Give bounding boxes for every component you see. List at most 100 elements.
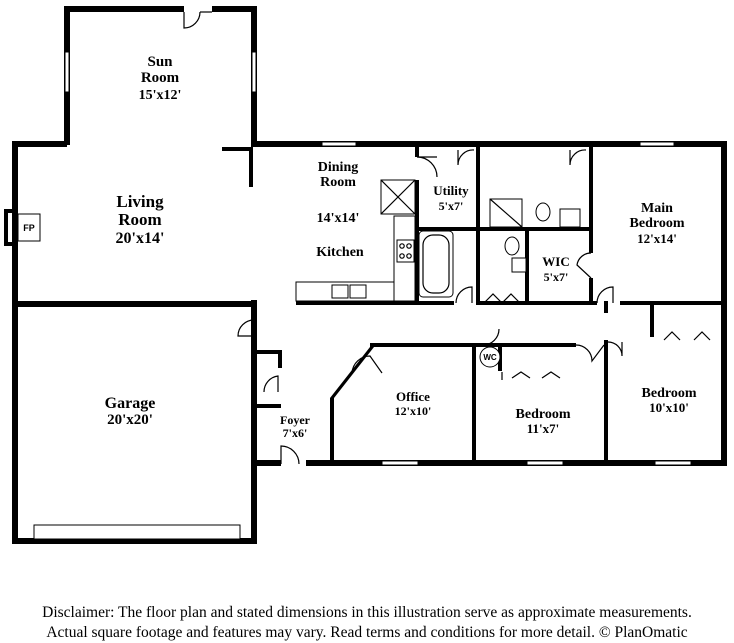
sink-right xyxy=(349,284,367,299)
bathtub-icon xyxy=(418,230,454,298)
garage-right-wall xyxy=(251,300,257,544)
door-bedroom-mid xyxy=(575,344,605,363)
bedroom-right-name: Bedroom xyxy=(642,386,697,401)
sun-room-name-2: Room xyxy=(141,70,180,86)
door-sunroom-top xyxy=(183,11,201,29)
bedroom-bottom-wall xyxy=(306,460,727,466)
office-dims: 12'x10' xyxy=(395,404,432,418)
bath-sink-icon xyxy=(511,257,527,273)
wic-dims: 5'x7' xyxy=(544,270,569,284)
kitchen-bottom-wall xyxy=(296,301,454,305)
left-exterior-wall xyxy=(12,141,18,543)
wic-left-wall xyxy=(525,227,529,305)
disclaimer-line-1: Disclaimer: The floor plan and stated di… xyxy=(42,604,692,621)
door-foyer-closet xyxy=(263,375,279,393)
living-room-name-2: Room xyxy=(118,210,161,229)
wic-right-wall-top xyxy=(589,227,593,253)
main-bedroom-name-2: Bedroom xyxy=(630,216,685,231)
bedroom-middle-dims: 11'x7' xyxy=(527,421,560,436)
office-left-wall xyxy=(330,398,334,464)
bath-bottom-wall xyxy=(480,301,527,305)
door-main-bedroom-bath xyxy=(569,149,587,166)
door-office xyxy=(351,355,383,374)
bath-top-wall xyxy=(415,227,527,231)
utility-dims: 5'x7' xyxy=(439,199,464,213)
door-utility-entry xyxy=(416,156,438,178)
burner-icon xyxy=(399,253,405,259)
fireplace-left xyxy=(4,209,8,246)
utility-left-wall xyxy=(415,180,419,231)
utility-left-wall-top xyxy=(415,147,419,157)
burner-icon xyxy=(406,253,412,259)
window-sunroom-right xyxy=(251,51,257,93)
door-garage xyxy=(237,319,255,337)
garage-bottom-wall xyxy=(12,538,257,544)
doors xyxy=(183,11,711,465)
foyer-closet-bottom xyxy=(251,404,281,408)
bifold-bath-closet xyxy=(483,293,521,304)
garage-door xyxy=(33,524,241,540)
living-right-wall-stub xyxy=(249,147,253,187)
sun-room-opening-stub xyxy=(222,147,251,151)
sun-room-name-1: Sun xyxy=(147,54,173,70)
walls xyxy=(4,6,727,544)
dining-room-name-2: Room xyxy=(320,175,356,190)
room-labels: Sun Room 15'x12' Living Room 20'x14' Din… xyxy=(23,54,697,440)
burner-icon xyxy=(399,243,405,249)
bathtub-inner xyxy=(422,234,450,294)
window-bedroom-mid xyxy=(526,460,564,466)
door-utility-inner xyxy=(457,149,475,166)
door-foyer-front xyxy=(280,445,300,465)
foyer-bottom-left xyxy=(251,460,281,466)
bedroom-mid-top-wall xyxy=(476,343,576,347)
water-closet-icon xyxy=(479,346,501,368)
utility-right-wall xyxy=(476,147,480,227)
window-sunroom-left xyxy=(64,51,70,93)
living-room-dims: 20'x14' xyxy=(116,230,165,247)
kitchen-dims: 14'x14' xyxy=(317,211,360,226)
fireplace-icon xyxy=(17,213,41,242)
main-top-wall xyxy=(251,141,727,147)
living-room-name-1: Living xyxy=(116,192,164,211)
shower-line xyxy=(489,198,523,228)
toilet-icon xyxy=(504,236,520,256)
living-garage-wall xyxy=(12,301,251,307)
door-bath xyxy=(455,286,473,304)
main-bedroom-left-wall xyxy=(589,147,593,231)
sun-room-dims: 15'x12' xyxy=(139,88,182,103)
door-wc xyxy=(482,328,500,346)
garage-name: Garage xyxy=(105,395,156,412)
bedroom-mid-right-wall xyxy=(604,340,608,464)
water-closet-label: WC xyxy=(483,353,497,362)
living-top-wall xyxy=(12,141,67,147)
door-bedroom-right xyxy=(607,341,623,357)
kitchen-name: Kitchen xyxy=(316,245,364,260)
bedroom-right-dims: 10'x10' xyxy=(649,400,689,415)
bifold-bedroom-mid-1 xyxy=(511,371,531,379)
disclaimer: Disclaimer: The floor plan and stated di… xyxy=(0,603,734,643)
garage-dims: 20'x20' xyxy=(107,412,153,428)
bath-sink-icon-2 xyxy=(559,208,581,228)
bedroom-right-top-stub xyxy=(604,301,608,313)
window-office xyxy=(381,460,419,466)
office-name: Office xyxy=(396,389,430,404)
main-bedroom-dims: 12'x14' xyxy=(637,231,677,246)
wic-top-wall xyxy=(527,227,593,231)
wic-right-wall-bottom xyxy=(589,278,593,305)
bath-left-wall xyxy=(415,227,419,305)
dining-room-name-1: Dining xyxy=(318,160,358,175)
fireplace-bottom xyxy=(4,242,12,246)
door-wic xyxy=(576,252,592,279)
window-dining xyxy=(321,141,357,147)
fireplace-label: FP xyxy=(23,223,35,233)
windows xyxy=(33,51,692,540)
disclaimer-line-2: Actual square footage and features may v… xyxy=(46,624,688,641)
bedroom-right-closet-wall xyxy=(650,301,654,337)
main-bedroom-name-1: Main xyxy=(641,201,673,216)
window-main-bedroom xyxy=(639,141,675,147)
foyer-dims: 7'x6' xyxy=(283,426,308,440)
burner-icon xyxy=(406,243,412,249)
main-bedroom-bottom-wall xyxy=(620,301,727,305)
stove-icon xyxy=(396,239,415,263)
